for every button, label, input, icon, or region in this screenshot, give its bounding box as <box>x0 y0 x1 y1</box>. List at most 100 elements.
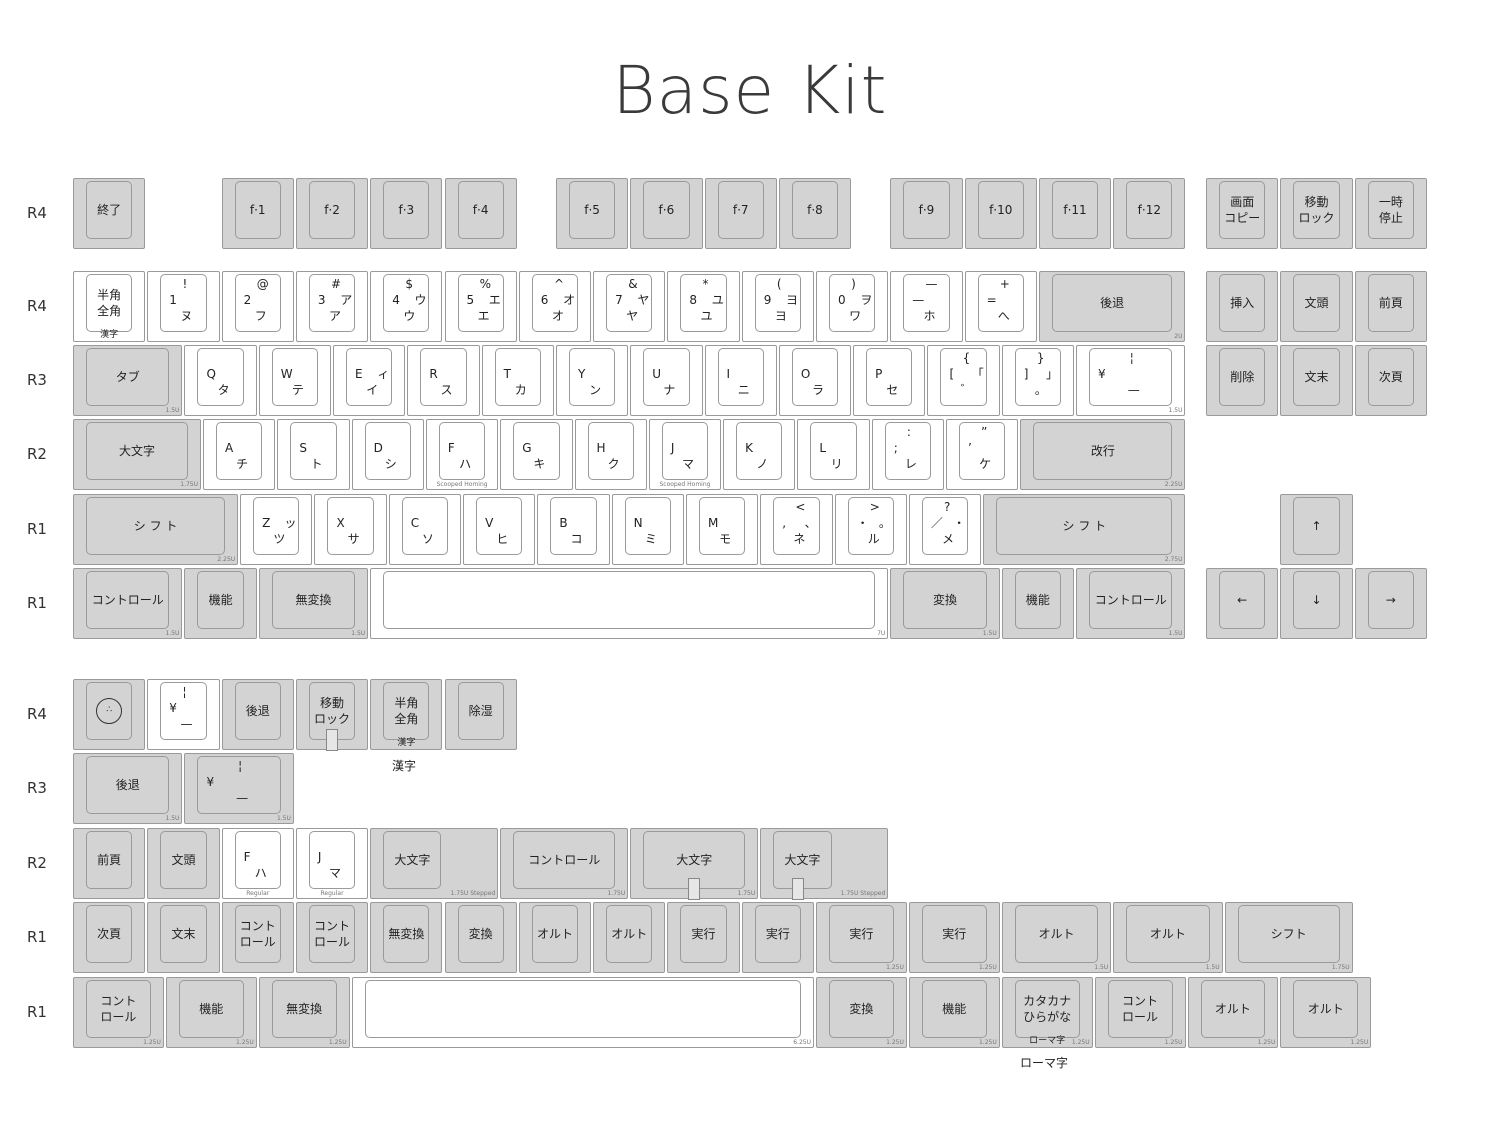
keycap: 実行 <box>741 902 814 973</box>
key-legend: } <box>1036 351 1045 365</box>
key-label: コント ロール <box>1122 994 1159 1024</box>
keycap-top: ∴ <box>86 682 133 740</box>
key-legend: ミ <box>644 532 657 546</box>
key-legend: レ <box>904 457 917 471</box>
keycap: 後退 <box>221 679 294 750</box>
key-label: 無変換 <box>286 1002 323 1016</box>
size-label: 1.25U <box>1350 1039 1369 1046</box>
key-legend: カ <box>514 383 527 397</box>
keycap: f·5 <box>555 178 629 249</box>
key-legend: イ <box>366 383 379 397</box>
keycap: 無変換 1.25U <box>258 977 350 1048</box>
key-label: 無変換 <box>388 927 425 941</box>
key-legend: ル <box>867 532 880 546</box>
key-legend: W <box>280 367 293 381</box>
size-label: 1.5U <box>165 815 180 822</box>
key-legend: ヒ <box>496 532 509 546</box>
size-label: 1.75U Stepped <box>840 890 886 897</box>
key-legend: ヲ <box>860 293 873 307</box>
keycap-top: ↓ <box>1293 571 1340 629</box>
key-label: 改行 <box>1090 444 1115 458</box>
size-label: 2.25U <box>217 556 236 563</box>
key-legend: ユ <box>711 293 724 307</box>
keycap-top: 実行 <box>921 905 987 963</box>
key-label: 機能 <box>1025 593 1050 607</box>
key-legend: ソ <box>421 532 434 546</box>
key-legend: C <box>410 516 420 530</box>
key-legend: : <box>906 425 911 439</box>
key-legend: ; <box>893 441 898 455</box>
keycap-top: :; レ <box>884 422 932 480</box>
key-legend: H <box>596 441 606 455</box>
keycap-top: f·8 <box>791 181 839 239</box>
size-label: 1.25U <box>328 1039 347 1046</box>
keycap-top: 無変換 <box>383 905 430 963</box>
key-legend: 、 <box>804 516 817 530</box>
key-label: コントロール <box>1094 593 1167 607</box>
key-legend: @ <box>256 277 269 291</box>
keycap-top: f·11 <box>1051 181 1099 239</box>
key-sublegend: 漢字 <box>100 330 119 340</box>
stem-marker <box>326 729 339 751</box>
row-label: R2 <box>27 854 47 872</box>
key-label: f·2 <box>324 203 340 217</box>
key-legend: ツ <box>273 532 286 546</box>
key-label: 大文字 <box>784 853 821 867</box>
keycap-top: オルト <box>606 905 653 963</box>
keycap: f·3 <box>370 178 443 249</box>
key-legend: > <box>869 500 880 514</box>
size-label: 1.5U <box>1205 964 1220 971</box>
size-label: 1.5U <box>1168 630 1183 637</box>
key-legend: L <box>819 441 827 455</box>
key-legend: ウ <box>414 293 427 307</box>
size-label: 1.25U <box>978 964 997 971</box>
keycap: 画面 コピー <box>1206 178 1279 249</box>
key-legend: , <box>782 516 787 530</box>
key-legend: K <box>745 441 753 455</box>
keycap-top: f·5 <box>568 181 616 239</box>
key-legend: = <box>986 293 997 307</box>
keycap-top: オルト <box>1126 905 1210 963</box>
keycap-top: 除湿 <box>457 682 504 740</box>
key-legend: { <box>962 351 971 365</box>
key-legend: ! <box>182 277 188 291</box>
keycap-top: オルト <box>1200 980 1266 1038</box>
keycap-top: }]。」 <box>1014 348 1062 406</box>
keycap-top: 文末 <box>1293 348 1340 406</box>
row-label: R2 <box>27 445 47 463</box>
key-legend: ’ <box>968 441 972 455</box>
key-label: 前頁 <box>97 853 122 867</box>
keycap-top: オルト <box>531 905 579 963</box>
keycap-top: コント ロール <box>308 905 356 963</box>
key-label: オルト <box>536 927 573 941</box>
key-legend: ( <box>776 277 782 291</box>
key-legend: ッ <box>284 516 297 530</box>
key-label: 実行 <box>691 927 716 941</box>
key-legend: ¥ <box>206 775 215 789</box>
key-label: 大文字 <box>676 853 713 867</box>
keycap: 次頁 <box>1354 345 1427 416</box>
size-label: 1.75U <box>1331 964 1350 971</box>
key-legend: # <box>331 277 342 291</box>
key-legend: ア <box>340 293 353 307</box>
keycap-top: ¦¥— <box>160 682 207 740</box>
